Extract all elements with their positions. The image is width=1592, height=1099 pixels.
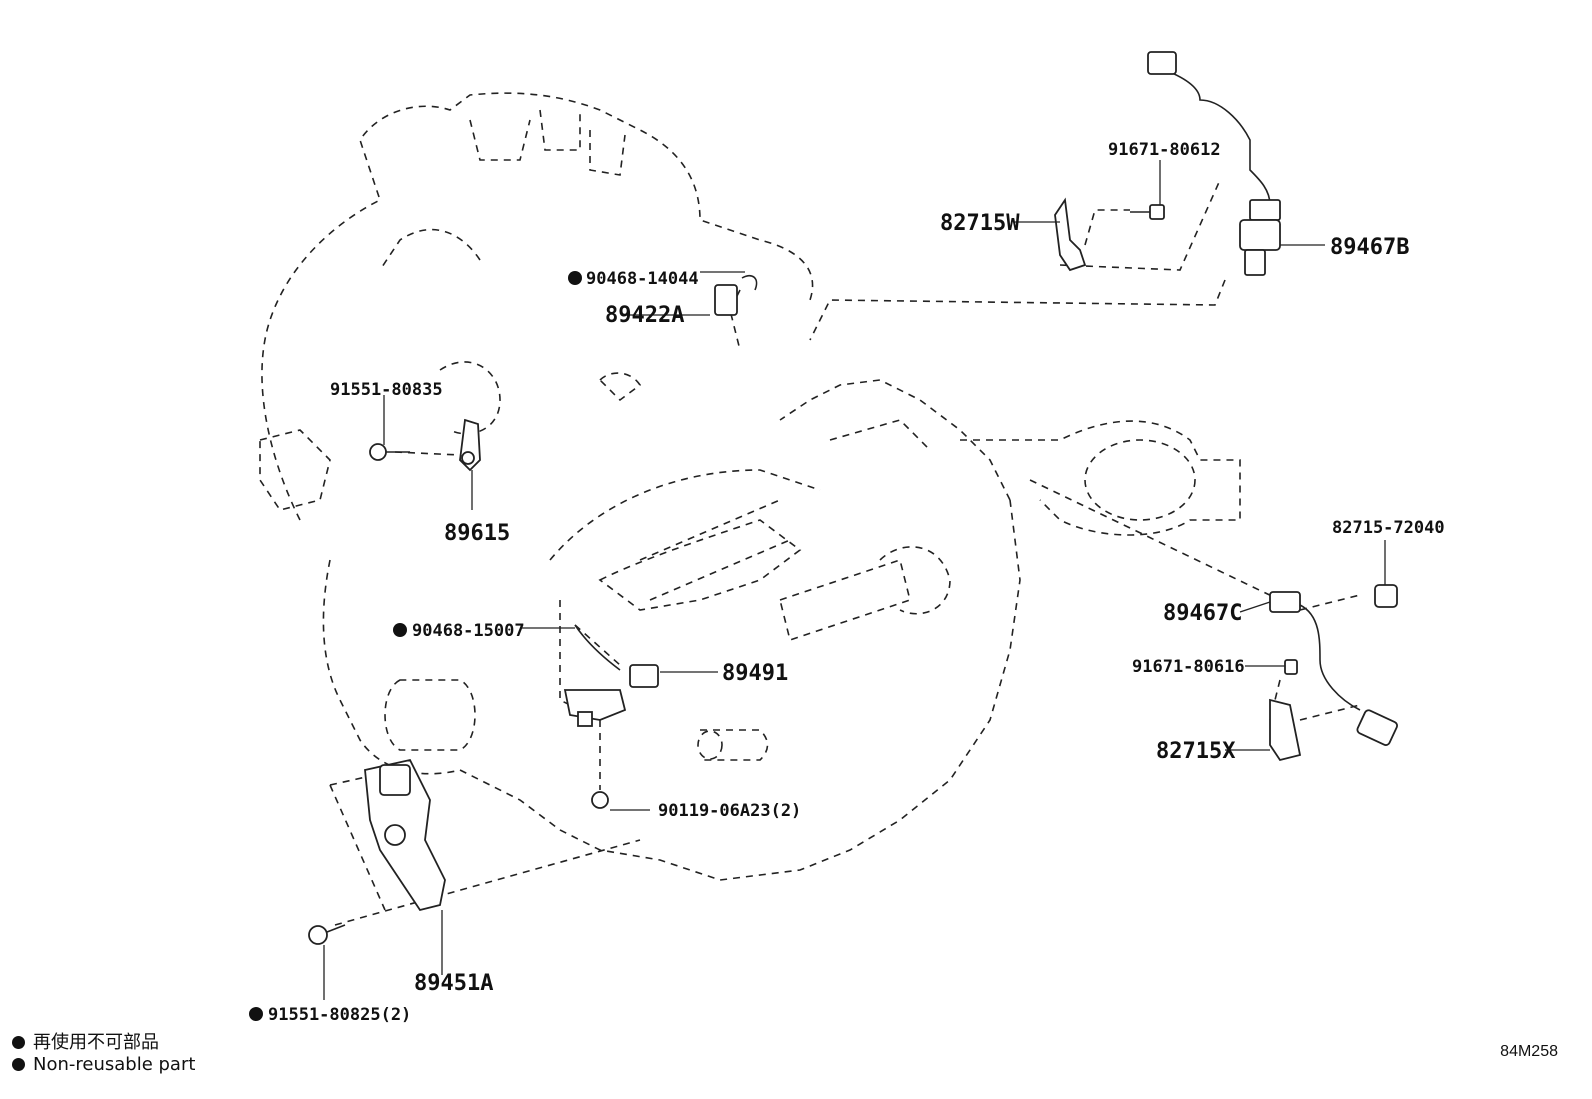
nonreusable-dot xyxy=(393,623,407,637)
legend-japanese-text: 再使用不可部品 xyxy=(33,1032,159,1053)
label-89467b: 89467B xyxy=(1330,235,1409,260)
bolt-90119-06a23 xyxy=(591,791,609,809)
label-82715w: 82715W xyxy=(940,211,1020,236)
bracket-82715w xyxy=(1054,197,1087,272)
legend-japanese: 再使用不可部品 xyxy=(12,1028,159,1054)
bolt-91671-80612 xyxy=(1130,204,1165,220)
bracket-82715x xyxy=(1269,698,1302,762)
label-89451a: 89451A xyxy=(414,971,493,996)
legend-english-text: Non-reusable part xyxy=(33,1054,196,1075)
sensor-89615 xyxy=(459,418,481,472)
sensor-89467b xyxy=(1147,51,1281,276)
switch-89451a xyxy=(364,758,446,912)
label-82715x: 82715X xyxy=(1156,739,1235,764)
legend-english: Non-reusable part xyxy=(12,1054,195,1075)
diagram-code: 84M258 xyxy=(1500,1043,1558,1060)
clamp-82715-72040 xyxy=(1374,584,1398,608)
label-89615: 89615 xyxy=(444,521,510,546)
label-89491: 89491 xyxy=(722,661,788,686)
label-90468-14044: 90468-14044 xyxy=(586,269,699,289)
label-90468-15007: 90468-15007 xyxy=(412,621,525,641)
relation-lines xyxy=(329,179,1361,926)
legend-dot-icon xyxy=(12,1058,25,1071)
nonreusable-dot xyxy=(568,271,582,285)
label-82715-72040: 82715-72040 xyxy=(1332,518,1445,538)
bolt-91551-80825 xyxy=(308,924,346,945)
sensor-89467c xyxy=(1269,591,1398,746)
sensor-89491 xyxy=(563,624,659,727)
nonreusable-dot xyxy=(249,1007,263,1021)
label-91551-80835: 91551-80835 xyxy=(330,380,443,400)
label-leaders xyxy=(323,160,1386,1000)
legend-dot-icon xyxy=(12,1036,25,1049)
transmission-body-outline xyxy=(259,92,1241,881)
label-91671-80612: 91671-80612 xyxy=(1108,140,1221,160)
label-91551-80825: 91551-80825(2) xyxy=(268,1005,411,1025)
label-91671-80616: 91671-80616 xyxy=(1132,657,1245,677)
bolt-91551-80835 xyxy=(369,443,410,461)
label-90119-06a23: 90119-06A23(2) xyxy=(658,801,801,821)
bolt-91671-80616 xyxy=(1284,659,1298,675)
sensor-89422a xyxy=(714,274,758,316)
label-89467c: 89467C xyxy=(1163,601,1242,626)
label-89422a: 89422A xyxy=(605,303,684,328)
